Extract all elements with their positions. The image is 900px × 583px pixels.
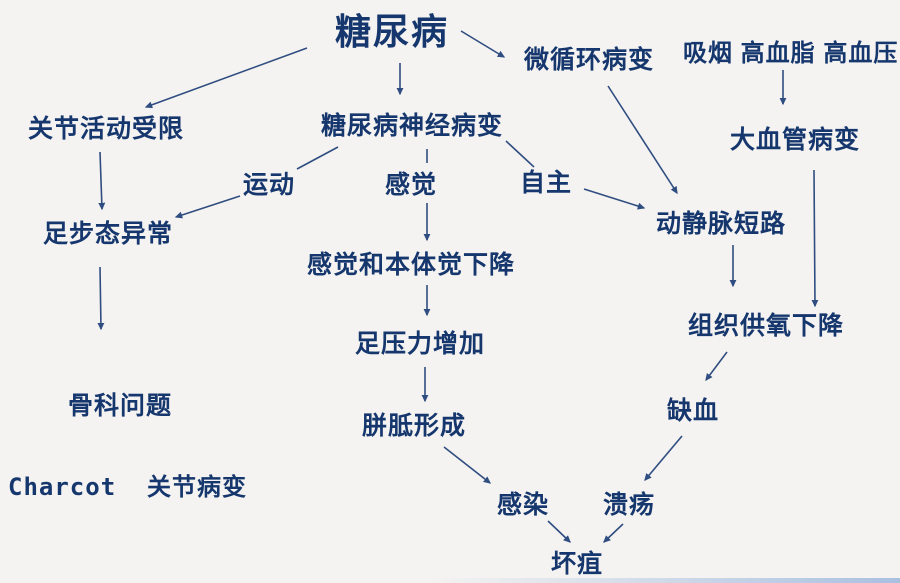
node-foot-pressure: 足压力增加 [355, 330, 486, 358]
node-risk-factors: 吸烟 高血脂 高血压 [683, 40, 899, 67]
edge-diabetes-microcirculation [460, 30, 506, 58]
edge-neuropathy-autonomic [505, 140, 535, 168]
node-macrovascular: 大血管病变 [730, 126, 861, 154]
node-microcirculation: 微循环病变 [524, 46, 655, 74]
bottom-edge-highlight [430, 578, 900, 583]
node-gangrene: 坏疽 [551, 550, 604, 578]
node-autonomic: 自主 [520, 169, 573, 197]
edge-neuropathy-motor [296, 146, 339, 170]
edge-gait-orthopedic [97, 266, 105, 331]
orthopedic-problems-label: 骨科问题 [67, 392, 172, 420]
edge-oxygen-decline-ischemia [705, 351, 728, 382]
edge-callus-infection [443, 446, 492, 484]
node-sensory: 感觉 [385, 171, 438, 199]
node-sensation-decline: 感觉和本体觉下降 [307, 251, 516, 279]
edge-microcirculation-av-shunt [607, 85, 678, 195]
edge-joint-mobility-gait [98, 151, 106, 211]
node-joint-mobility: 关节活动受限 [28, 115, 185, 143]
edge-ulcer-gangrene [603, 523, 624, 543]
node-ulcer: 溃疡 [603, 491, 656, 519]
node-neuropathy: 糖尿病神经病变 [321, 112, 504, 140]
edge-macrovascular-oxygen-decline [811, 169, 819, 308]
node-av-shunt: 动静脉短路 [656, 210, 787, 238]
edge-autonomic-av-shunt [583, 188, 646, 210]
edge-motor-gait [174, 195, 241, 219]
node-diabetes: 糖尿病 [335, 11, 450, 52]
node-callus: 胼胝形成 [362, 412, 467, 440]
node-motor: 运动 [243, 171, 296, 199]
node-oxygen-decline: 组织供氧下降 [688, 312, 845, 340]
node-ischemia: 缺血 [667, 397, 720, 425]
charcot-joint-label: Charcot 关节病变 [8, 473, 248, 501]
edge-infection-gangrene [547, 520, 571, 543]
edge-ischemia-ulcer [644, 435, 683, 481]
edge-diabetes-joint-mobility [144, 47, 308, 109]
node-gait: 足步态异常 [43, 220, 174, 248]
node-infection: 感染 [497, 491, 550, 519]
node-orthopedic: 骨科问题 Charcot 关节病变 [8, 350, 248, 538]
